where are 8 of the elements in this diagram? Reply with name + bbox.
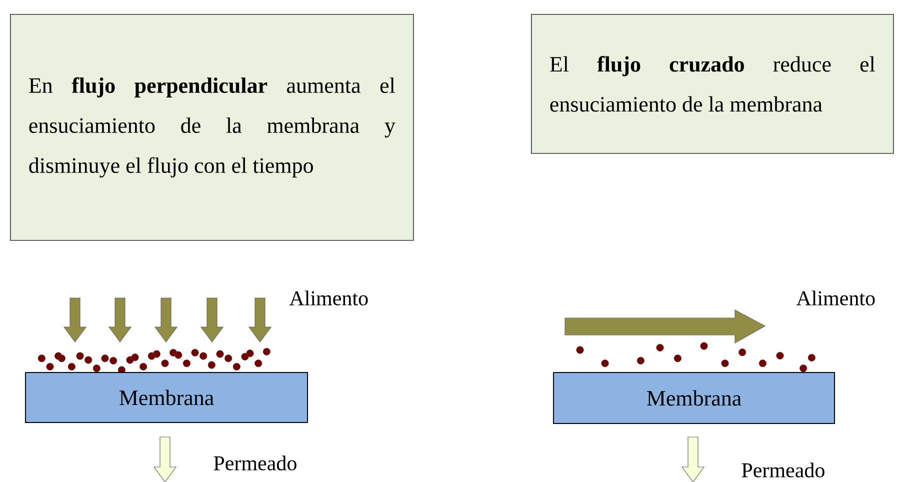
flow-label: Permeado [214,456,296,470]
flow-label: Alimento [796,290,875,306]
membrane-box: Membrana [25,372,308,423]
flow-label: Permeado [742,462,824,478]
membrane-box: Membrana [553,372,836,424]
text-box: En flujo perpendicular aumenta el ensuciamiento de la membrana y disminuye el flujo con el tiempo [10,14,414,241]
text-box: El flujo cruzado reduce el ensuciamiento de la membrana [531,14,894,154]
flow-label: Alimento [289,290,368,306]
